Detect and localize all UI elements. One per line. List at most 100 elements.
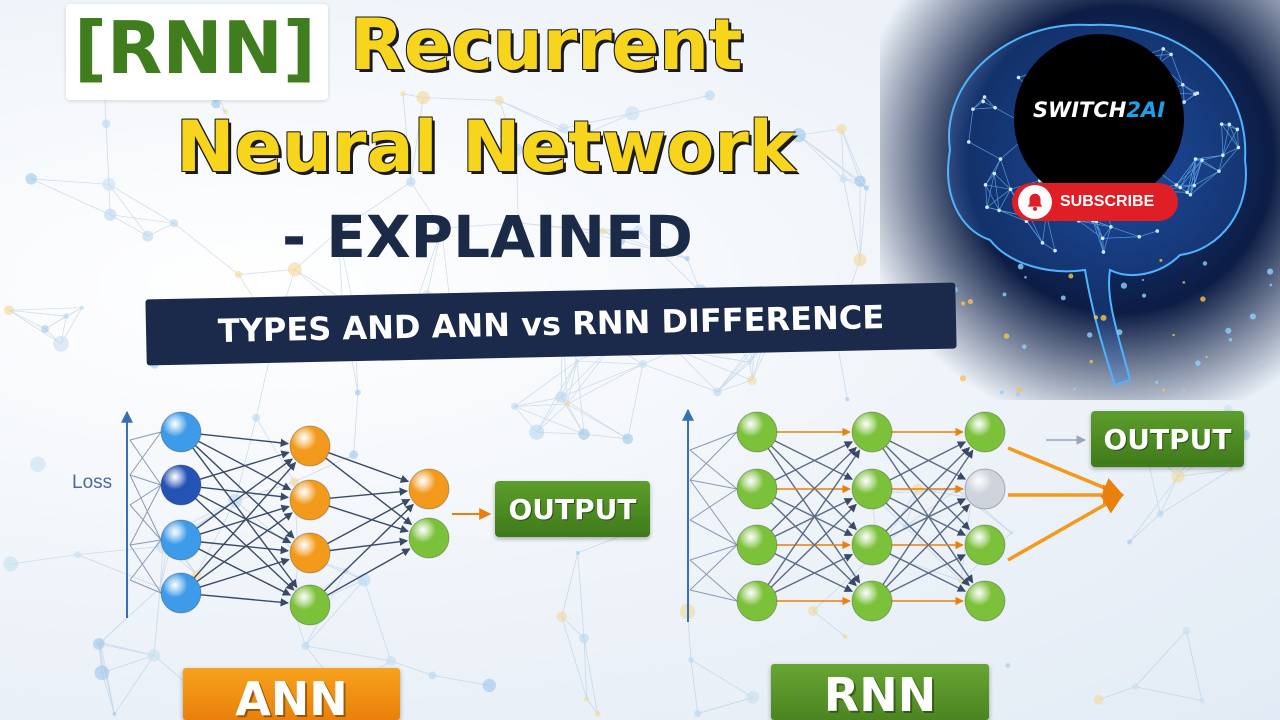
input-line (129, 474, 162, 486)
ann-output-box: OUTPUT (495, 481, 650, 537)
rnn-output-node (964, 580, 1006, 622)
connection-arrow (199, 557, 290, 588)
connection-arrow (889, 497, 967, 536)
rnn-input-node (736, 580, 778, 622)
input-line (129, 431, 162, 476)
connection-arrow (770, 503, 857, 588)
connection-arrow (200, 486, 289, 501)
rnn-hidden-node (851, 468, 893, 510)
input-line (689, 559, 738, 602)
title-line-explained: - EXPLAINED (282, 203, 693, 271)
connection-arrow (196, 512, 293, 582)
connection-arrow (329, 537, 409, 552)
ann-diagram (121, 410, 492, 626)
ann-input-node (160, 519, 202, 561)
rnn-input-node (736, 468, 778, 510)
input-line (689, 544, 738, 561)
connection-arrow (767, 448, 861, 584)
rnn-output-node (964, 524, 1006, 566)
rnn-hidden-node (851, 580, 893, 622)
logo-text-main: SWITCH (1032, 98, 1127, 122)
rnn-hidden-node (851, 524, 893, 566)
connection-arrow (774, 497, 853, 536)
input-line (129, 474, 162, 541)
connection-arrow (885, 503, 970, 588)
rnn-output-node (964, 468, 1006, 510)
logo-text-accent: 2AI (1126, 98, 1166, 122)
ann-axis-label: Loss (72, 472, 113, 493)
connection-arrow (192, 447, 298, 589)
connection-arrow (889, 441, 967, 481)
connection-arrow (889, 553, 967, 592)
rnn-merge-arrow (1007, 446, 1124, 498)
connection-arrow (323, 503, 414, 592)
connection-arrow (774, 554, 853, 593)
ann-output-node (408, 517, 450, 559)
subtitle-text: TYPES AND ANN vs RNN DIFFERENCE (217, 298, 885, 350)
rnn-label-badge: RNN (771, 664, 989, 720)
subscribe-button[interactable]: SUBSCRIBE (1012, 183, 1178, 221)
connection-arrow (770, 445, 857, 531)
rnn-input-node (736, 411, 778, 453)
rnn-output-node (964, 411, 1006, 453)
connection-arrow (328, 452, 410, 483)
input-line (129, 504, 162, 541)
ann-input-node (160, 464, 202, 506)
connection-arrow (195, 498, 295, 591)
title-rnn-badge: [RNN] (66, 4, 328, 100)
input-line (689, 431, 738, 481)
input-line (129, 439, 162, 486)
input-line (689, 589, 738, 602)
input-line (129, 579, 162, 594)
title-line-neural-network: Neural Network (176, 106, 796, 188)
input-line (689, 519, 738, 546)
input-line (129, 484, 162, 506)
connection-arrow (767, 449, 861, 585)
connection-arrow (889, 554, 967, 593)
rnn-diagram (682, 408, 1125, 622)
channel-logo-text: SWITCH2AI (1014, 98, 1184, 122)
connection-arrow (196, 458, 293, 529)
rnn-output-box: OUTPUT (1091, 411, 1244, 467)
ann-hidden-node (289, 425, 331, 467)
connection-arrow (882, 448, 974, 584)
input-line (689, 431, 738, 451)
connection-arrow (770, 446, 857, 532)
network-diagrams (121, 408, 1125, 626)
subscribe-label: SUBSCRIBE (1060, 193, 1155, 210)
rnn-links (689, 427, 974, 606)
connection-arrow (200, 433, 289, 447)
input-line (689, 488, 738, 521)
connection-arrow (327, 498, 411, 545)
connection-arrow (774, 441, 854, 481)
ann-output-node (408, 468, 450, 510)
channel-logo (1014, 34, 1184, 204)
ann-hidden-node (289, 584, 331, 626)
input-line (689, 449, 738, 490)
connection-arrow (885, 446, 971, 532)
connection-arrow (327, 548, 411, 596)
ann-links (129, 431, 414, 607)
connection-arrow (882, 449, 974, 585)
ann-label-badge: ANN (183, 668, 400, 720)
connection-arrow (774, 440, 854, 480)
input-line (129, 544, 162, 594)
connection-arrow (325, 457, 413, 526)
input-line (129, 484, 162, 546)
input-line (129, 539, 162, 581)
rnn-hidden-node (851, 411, 893, 453)
ann-hidden-node (289, 532, 331, 574)
rnn-input-node (736, 524, 778, 566)
input-line (689, 479, 738, 490)
ann-input-node (160, 572, 202, 614)
connection-arrow (885, 445, 971, 531)
connection-arrow (889, 440, 967, 480)
input-line (689, 544, 738, 591)
connection-arrow (199, 450, 290, 480)
bell-icon (1018, 185, 1052, 219)
input-line (129, 431, 162, 441)
input-line (689, 479, 738, 546)
connection-arrow (198, 548, 292, 596)
connection-arrow (193, 461, 297, 579)
